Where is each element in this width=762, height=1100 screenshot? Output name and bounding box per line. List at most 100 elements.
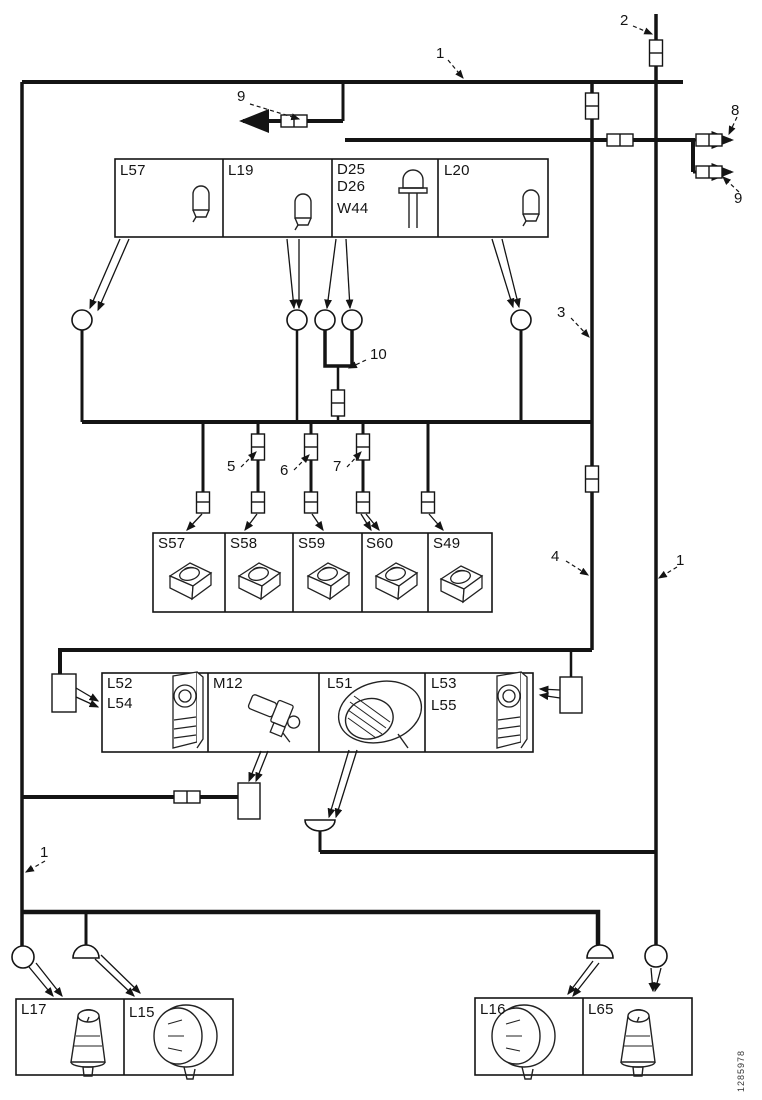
component-label-l20: L20 [444,162,470,179]
grommet-icon [72,944,100,959]
ring-terminal-icon [11,945,35,969]
ring-terminal-icon [644,944,668,968]
callout-4: 4 [551,548,560,565]
callout-leader [240,451,257,468]
component-label-w44: W44 [337,200,369,217]
leader-arrow [365,513,380,532]
callout-3: 3 [557,304,566,321]
component-label-s49: S49 [433,535,461,552]
component-label-l65: L65 [588,1001,614,1018]
component-box-top-lamps [114,158,549,238]
leader-arrow [428,513,444,531]
plug-connector-icon [559,676,583,714]
component-label-l53: L53 [431,675,457,692]
inline-connector-icon [280,114,308,128]
terminal-connector-icon [195,491,211,514]
component-label-l16: L16 [480,1001,506,1018]
wire-bus-mid-lamps [58,648,592,674]
component-label-l57: L57 [120,162,146,179]
inline-connector-icon [330,389,346,417]
leader-arrow [97,238,130,312]
drawing-number: 1285978 [736,1049,746,1092]
leader-arrow [567,960,594,996]
component-label-l52: L52 [107,675,133,692]
ring-terminal-icon [341,309,363,331]
leader-arrow [75,687,100,702]
leader-arrow [491,238,515,309]
callout-7: 7 [333,458,342,475]
callout-leader [447,59,464,79]
leader-arrow [75,696,100,708]
callout-10: 10 [370,346,387,363]
led-icon [398,169,428,229]
leader-arrow [538,692,561,701]
rocker-switch-icon [238,562,281,600]
motor-icon [241,689,306,744]
leader-arrow [501,238,521,309]
callout-leader [722,176,740,193]
leader-arrow [653,967,662,993]
component-label-s60: S60 [366,535,394,552]
inline-connector-icon [584,465,600,493]
inline-connector-icon [606,133,634,147]
leader-arrow [360,513,372,532]
leader-arrow [286,238,298,310]
inline-connector-icon [648,39,664,67]
wire-bus-second [345,138,695,172]
callout-1-bottom-left: 1 [40,844,49,861]
component-label-l15: L15 [129,1004,155,1021]
callout-5: 5 [227,458,236,475]
component-label-d26: D26 [337,178,366,195]
inline-connector-icon [173,790,201,804]
leader-arrow [94,958,135,997]
component-label-l54: L54 [107,695,133,712]
callout-leader [293,454,310,471]
bulb-icon [294,193,312,231]
grommet-icon [586,944,614,959]
leader-arrow [89,238,121,310]
ring-terminal-icon [286,309,308,331]
component-label-l51: L51 [327,675,353,692]
callout-leader [657,566,678,579]
component-label-d25: D25 [337,161,366,178]
component-label-s58: S58 [230,535,258,552]
callout-2: 2 [620,12,629,29]
rocker-switch-icon [169,562,212,600]
callout-1-top: 1 [436,45,445,62]
component-label-m12: M12 [213,675,243,692]
callout-leader [249,103,301,121]
component-box-bottom-right [474,997,693,1076]
inline-connector-icon [250,433,266,461]
component-label-l17: L17 [21,1001,47,1018]
callout-9-left: 9 [237,88,246,105]
leader-arrow [244,513,258,532]
wire-bus-bottom [22,909,601,946]
leader-arrow [324,238,337,310]
rocker-switch-icon [440,565,483,603]
callout-8: 8 [731,102,740,119]
leader-arrow [28,966,54,998]
callout-6: 6 [280,462,289,479]
component-box-bottom-left [15,998,234,1076]
callout-leader [565,560,590,576]
callout-leader [728,116,738,136]
leader-arrow [35,962,63,998]
leader-arrow [648,967,657,993]
bulb-icon [522,189,540,227]
component-label-s59: S59 [298,535,326,552]
callout-leader [346,451,362,468]
inline-connector-icon [303,433,319,461]
rocker-switch-icon [307,562,350,600]
bulb-icon [192,185,210,223]
leader-arrow [538,685,561,694]
terminal-connector-icon [250,491,266,514]
callout-9-right: 9 [734,190,743,207]
inline-connector-icon [355,433,371,461]
inline-connector-icon [695,165,723,179]
panel-lamp-icon [172,671,204,749]
beacon-lamp-icon [70,1008,106,1077]
panel-lamp-icon [496,671,528,749]
component-box-mid-lamps [101,672,534,753]
